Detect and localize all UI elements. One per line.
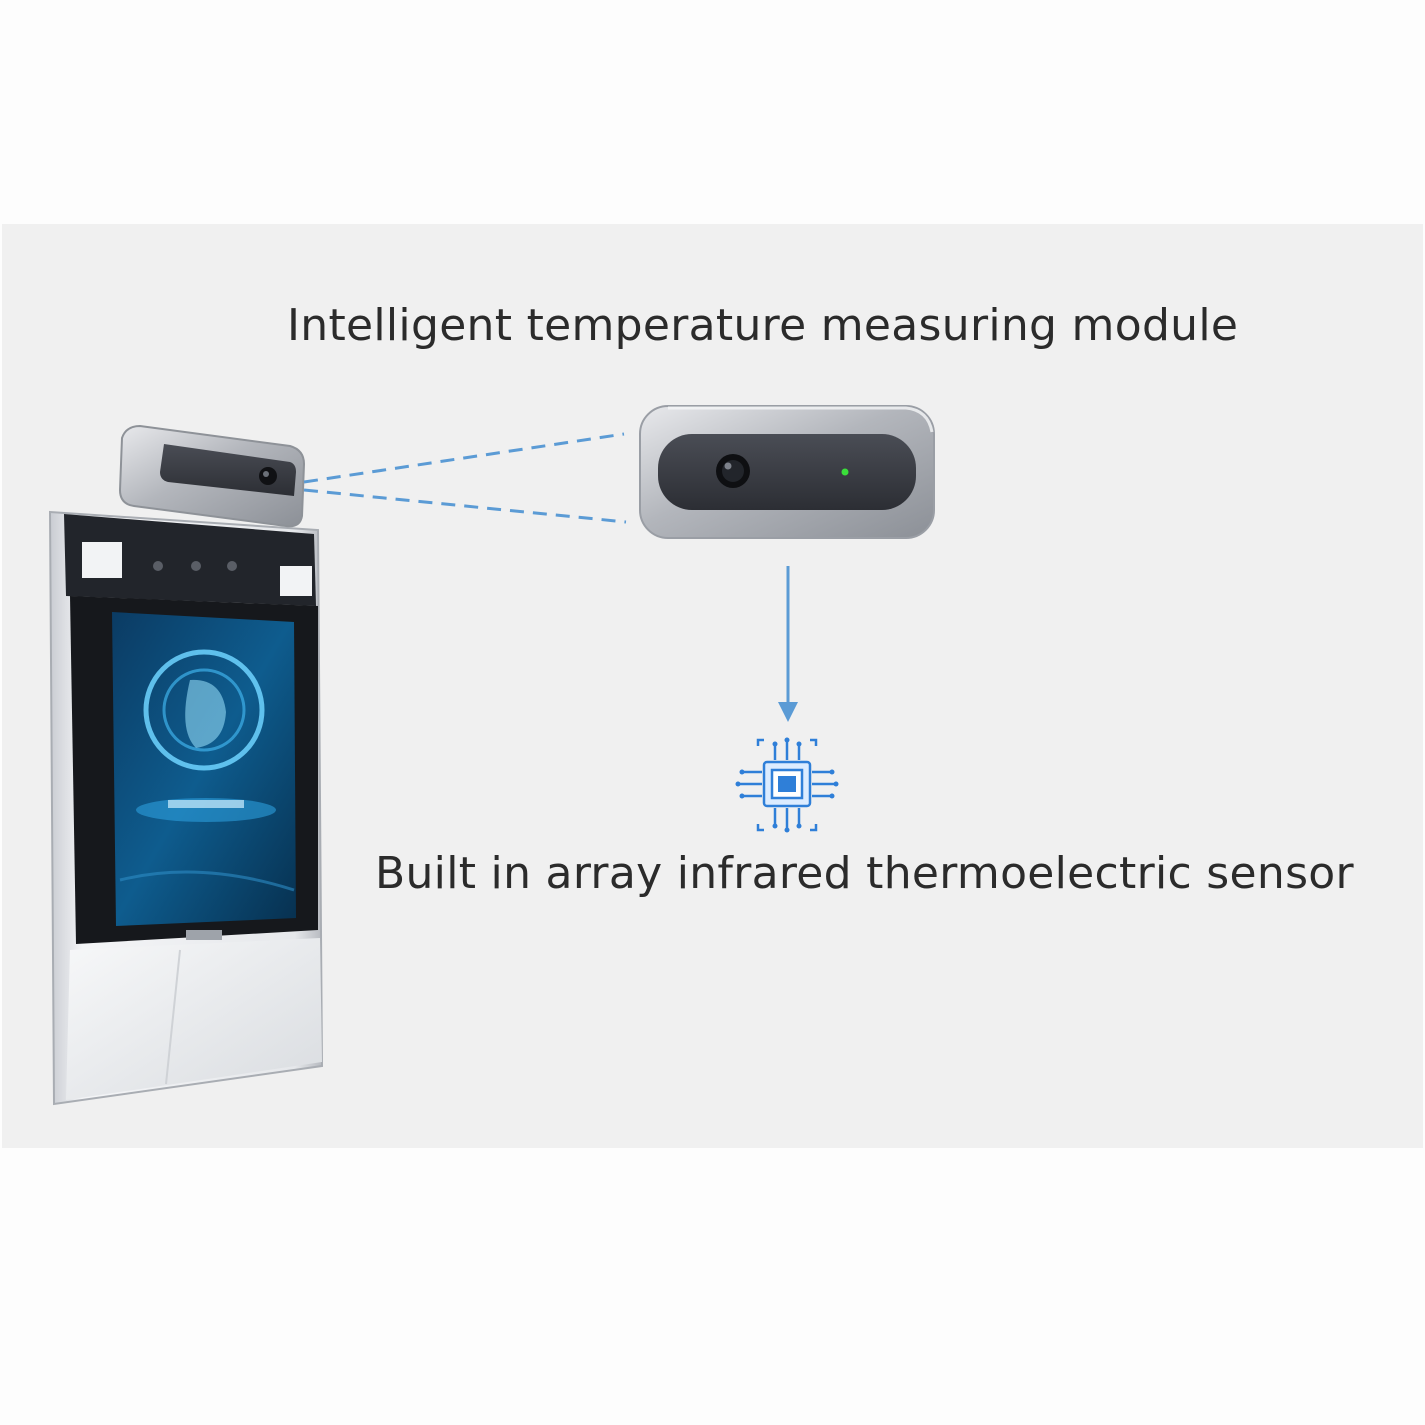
device-module-icon	[118, 424, 306, 528]
face-recognition-terminal-icon	[48, 510, 324, 1106]
sensor-label: Built in array infrared thermoelectric s…	[375, 848, 1354, 899]
down-arrow-icon	[778, 566, 798, 722]
temperature-module-icon	[639, 405, 935, 539]
module-connector-lines	[303, 432, 627, 524]
module-label: Intelligent temperature measuring module	[287, 300, 1239, 351]
chip-icon	[735, 737, 839, 833]
